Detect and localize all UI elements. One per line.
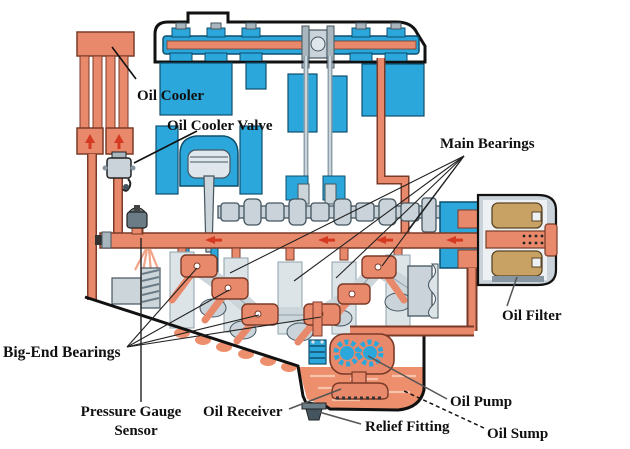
label-big-end-bearings: Big-End Bearings — [3, 344, 121, 361]
label-relief-fitting: Relief Fitting — [365, 419, 450, 435]
leader-lines — [111, 46, 518, 429]
labels: Oil Cooler Oil Cooler Valve Main Bearing… — [3, 88, 562, 442]
label-oil-pump: Oil Pump — [450, 394, 512, 410]
leader-oil-cooler-valve — [133, 130, 198, 164]
relief-fitting-part — [301, 402, 327, 421]
label-oil-cooler: Oil Cooler — [137, 88, 204, 104]
pushrods — [303, 56, 333, 188]
oil-receiver-part — [331, 382, 389, 400]
sump-outline — [84, 295, 426, 412]
leader-oil-filter — [506, 276, 518, 307]
label-oil-sump: Oil Sump — [487, 426, 548, 442]
oil-sump — [84, 268, 478, 421]
rocker-linkage — [301, 25, 335, 69]
leader-oil-receiver — [288, 388, 342, 410]
oil-cooler-valve — [102, 151, 136, 192]
oil-filter-unit — [476, 193, 558, 287]
label-pressure-gauge-line2: Sensor — [114, 423, 158, 439]
label-oil-receiver: Oil Receiver — [203, 404, 283, 420]
label-main-bearings: Main Bearings — [440, 136, 535, 152]
leader-oil-sump — [403, 390, 485, 429]
leader-big-end-bearings — [126, 267, 322, 348]
pump-gears — [333, 339, 384, 367]
label-oil-filter: Oil Filter — [502, 308, 562, 324]
leader-relief-fitting — [318, 411, 362, 425]
timing-gears — [111, 267, 161, 309]
flow-left-arrows — [205, 236, 463, 244]
oil-cooler — [76, 31, 136, 300]
oil-pump-unit — [329, 333, 395, 385]
leader-oil-cooler — [111, 46, 137, 80]
leader-main-bearings — [229, 155, 465, 282]
pressure-relief-valve — [308, 339, 327, 365]
label-oil-cooler-valve: Oil Cooler Valve — [167, 118, 273, 134]
label-pressure-gauge-line1: Pressure Gauge — [81, 404, 182, 420]
cylinder-head-blocks — [159, 62, 425, 133]
pressure-sensor — [126, 205, 148, 235]
tappets — [285, 175, 346, 205]
flow-up-arrows — [85, 134, 124, 149]
camshaft — [217, 197, 447, 233]
leader-oil-pump — [367, 355, 448, 400]
